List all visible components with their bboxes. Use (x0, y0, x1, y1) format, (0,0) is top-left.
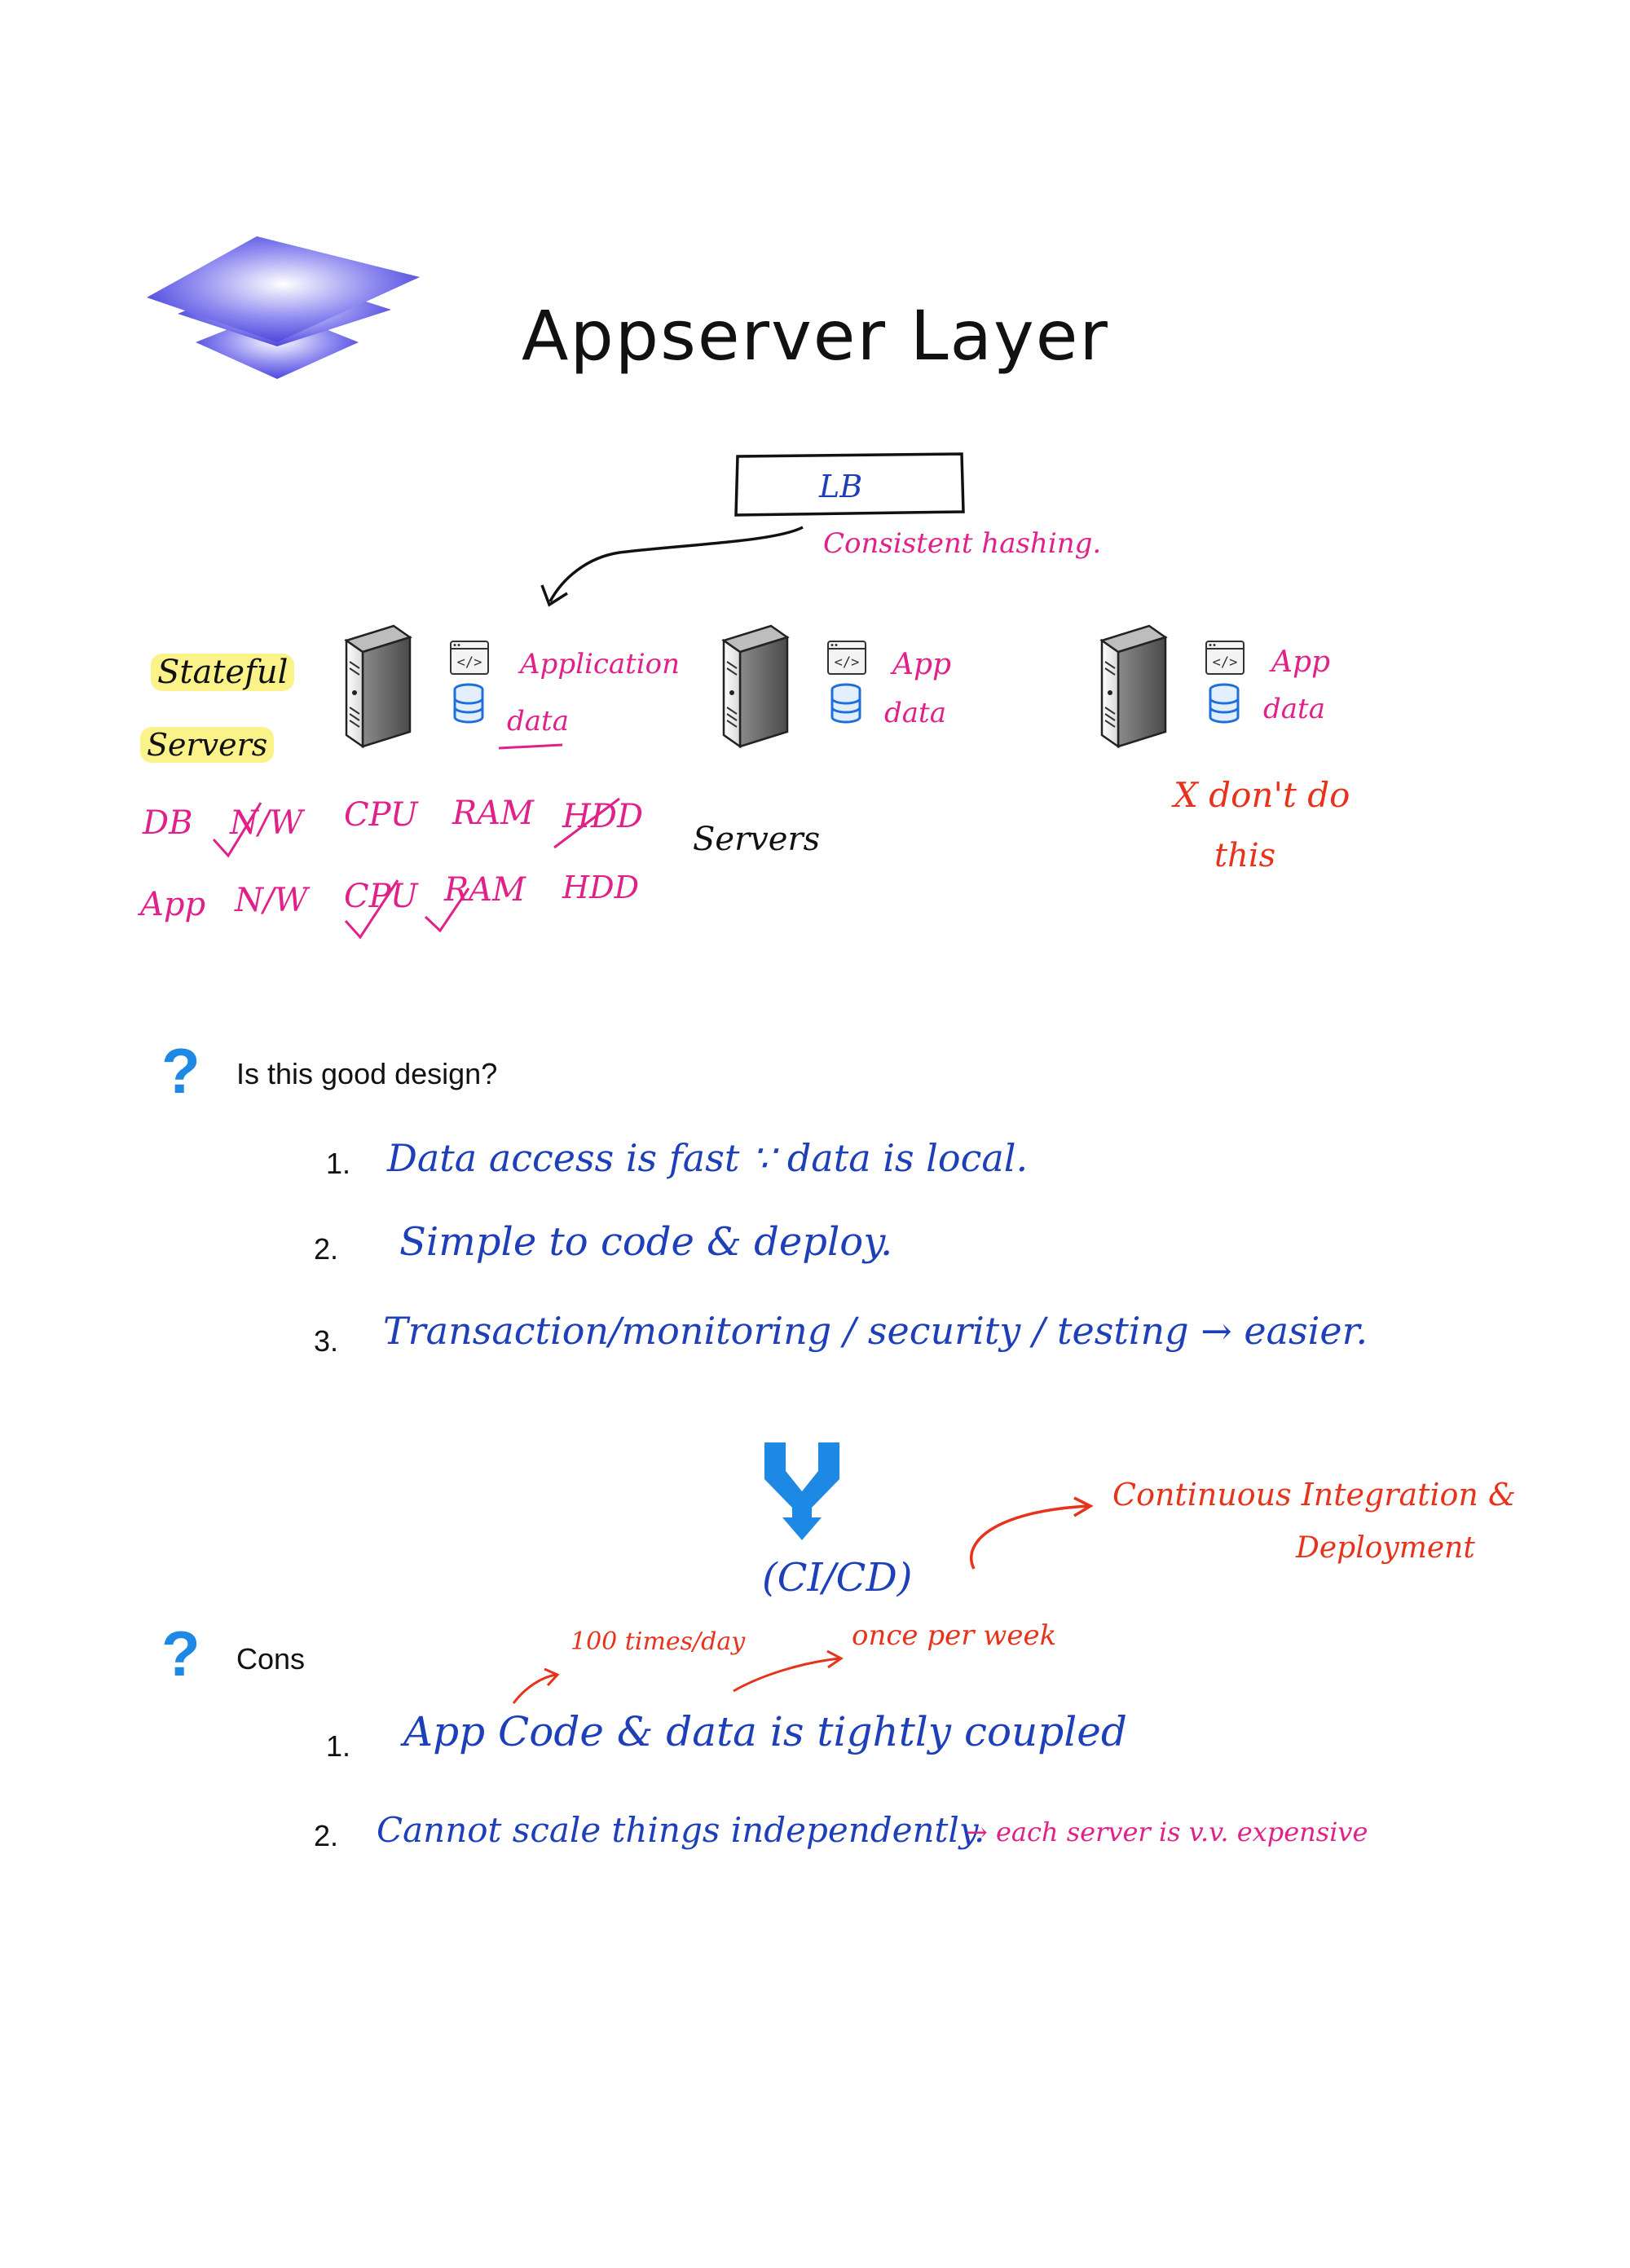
server2-line1: App (892, 648, 952, 681)
code-window-icon (1205, 641, 1245, 675)
resource-hdd-1: HDD (562, 798, 644, 835)
database-icon (1209, 683, 1240, 724)
question2-label: Cons (236, 1642, 306, 1676)
resource-app: App (140, 886, 206, 923)
con-2-note: → each server is v.v. expensive (966, 1817, 1368, 1847)
resource-nw-2: N/W (235, 882, 308, 919)
server2-line2: data (884, 697, 946, 729)
resource-nw-1: N/W (230, 804, 303, 842)
server-icon (1100, 624, 1167, 748)
con-1-text: App Code & data is tightly coupled (403, 1708, 1127, 1755)
frequency-arrows (512, 1649, 844, 1704)
frequency-low: once per week (852, 1619, 1057, 1652)
data-underline (498, 743, 563, 750)
pro-1-text: Data access is fast ∵ data is local. (387, 1136, 1029, 1180)
lb-label: LB (819, 469, 863, 504)
database-icon (453, 683, 484, 724)
code-window-icon (450, 641, 489, 675)
pro-2-text: Simple to code & deploy. (399, 1219, 893, 1265)
server-icon (345, 624, 412, 748)
server3-line1: App (1271, 645, 1331, 679)
con-2-text: Cannot scale things independently. (377, 1810, 985, 1850)
cicd-label: (CI/CD) (762, 1555, 913, 1601)
cicd-expansion-line1: Continuous Integration & (1112, 1477, 1516, 1513)
servers-note-label: Servers (140, 727, 275, 763)
lb-note: Consistent hashing. (823, 527, 1102, 560)
server1-line2: data (507, 705, 569, 738)
resource-ram-2: RAM (444, 871, 526, 909)
resource-marks (212, 797, 620, 940)
pro-3-text: Transaction/monitoring / security / test… (383, 1309, 1368, 1353)
server-icon (722, 624, 789, 748)
page-title: Appserver Layer (522, 296, 1109, 376)
code-window-icon (827, 641, 866, 675)
con-1-number: 1. (326, 1729, 351, 1763)
merge-arrow-icon (764, 1442, 839, 1540)
cicd-expansion-arrow (970, 1496, 1094, 1570)
cicd-expansion-line2: Deployment (1296, 1531, 1475, 1565)
server3-line2: data (1263, 693, 1325, 725)
server1-line1: Application (520, 648, 681, 680)
pro-1-number: 1. (326, 1147, 351, 1180)
load-balancer-box (734, 452, 965, 517)
lb-to-server-arrow (540, 526, 804, 607)
question-icon: ? (161, 1035, 200, 1107)
layers-icon (147, 236, 420, 379)
con-2-number: 2. (314, 1819, 339, 1852)
pro-2-number: 2. (314, 1232, 339, 1266)
resource-cpu-2: CPU (344, 878, 418, 915)
dont-do-line1: X don't do (1174, 775, 1350, 815)
resource-ram-1: RAM (452, 795, 534, 832)
dont-do-line2: this (1214, 837, 1276, 874)
resource-db: DB (143, 804, 193, 842)
stateful-label: Stateful (151, 654, 295, 691)
servers-caption: Servers (693, 821, 821, 858)
frequency-high: 100 times/day (570, 1627, 746, 1656)
database-icon (830, 683, 861, 724)
question-icon: ? (161, 1618, 200, 1689)
question1-label: Is this good design? (236, 1057, 498, 1090)
resource-cpu-1: CPU (344, 796, 418, 834)
resource-hdd-2: HDD (562, 870, 640, 905)
pro-3-number: 3. (314, 1324, 339, 1358)
